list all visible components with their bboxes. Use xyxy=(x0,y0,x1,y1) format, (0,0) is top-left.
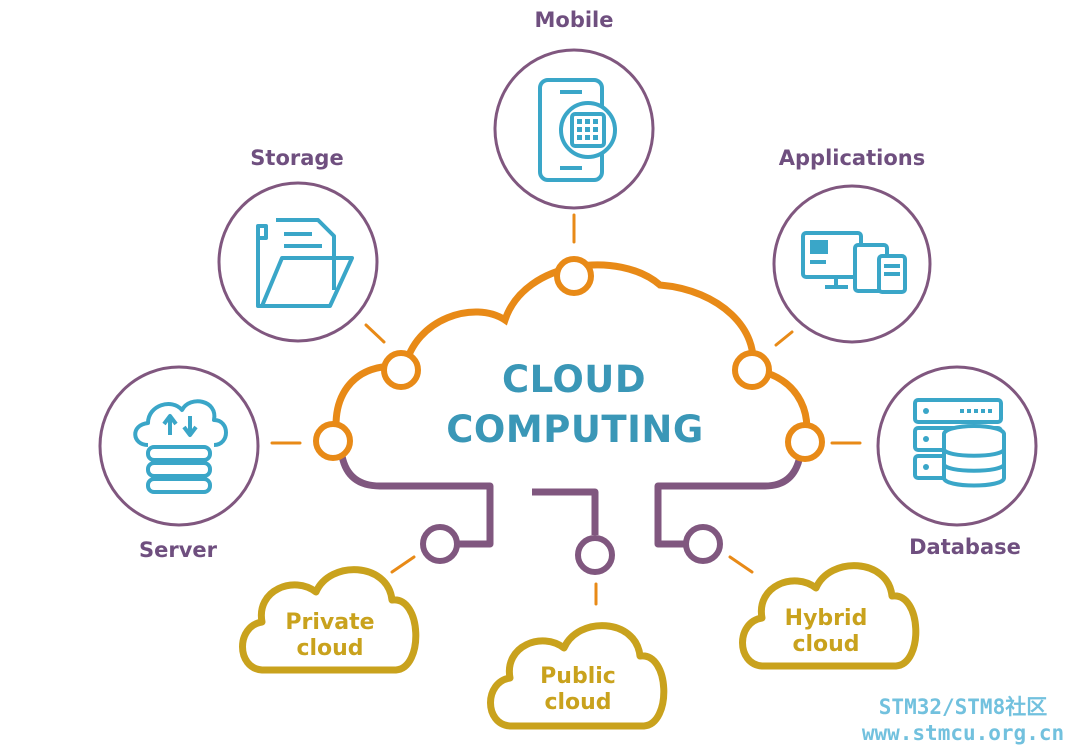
junction-upper-left xyxy=(381,350,421,390)
database-label: Database xyxy=(909,535,1021,559)
node-connector-dashes xyxy=(270,213,862,606)
private-cloud-line-2: cloud xyxy=(296,636,364,661)
hybrid-cloud-line-2: cloud xyxy=(792,632,860,657)
database-server-icon xyxy=(913,398,1006,488)
public-cloud-shape xyxy=(487,622,668,730)
folder-documents-icon xyxy=(256,218,354,308)
storage-node-circle xyxy=(217,181,379,343)
public-cloud-line-1: Public xyxy=(540,664,616,689)
private-cloud-line-1: Private xyxy=(285,610,375,635)
purple-junction-circles xyxy=(420,524,723,575)
desktop-devices-icon xyxy=(801,231,907,294)
junction-top xyxy=(554,256,594,296)
mobile-label: Mobile xyxy=(534,8,614,32)
hybrid-cloud-shape xyxy=(739,562,920,670)
hybrid-connector-line xyxy=(654,455,804,548)
junction-private xyxy=(420,524,460,564)
applications-node-circle xyxy=(772,184,932,344)
storage-label: Storage xyxy=(250,146,344,170)
public-cloud-label: Public cloud xyxy=(518,664,638,716)
watermark-line-2: www.stmcu.org.cn xyxy=(861,721,1065,745)
orange-junction-circles xyxy=(313,256,825,462)
private-connector-line xyxy=(338,455,494,548)
watermark-line-1: STM32/STM8社区 xyxy=(878,695,1048,719)
server-label: Server xyxy=(138,538,217,562)
hybrid-cloud-label: Hybrid cloud xyxy=(766,606,886,658)
private-cloud-label: Private cloud xyxy=(270,610,390,662)
server-upload-download-icon xyxy=(133,399,228,494)
private-cloud-shape xyxy=(239,566,420,674)
junction-right xyxy=(785,422,825,462)
hybrid-cloud-line-1: Hybrid xyxy=(784,606,868,631)
watermark: STM32/STM8社区 www.stmcu.org.cn xyxy=(852,694,1074,746)
applications-label: Applications xyxy=(778,146,926,170)
public-cloud-line-2: cloud xyxy=(544,690,612,715)
smartphone-grid-icon xyxy=(538,78,617,182)
junction-upper-right xyxy=(732,350,772,390)
junction-hybrid xyxy=(683,524,723,564)
title-line-2: COMPUTING xyxy=(446,408,704,451)
junction-public xyxy=(575,535,615,575)
title-line-1: CLOUD xyxy=(501,358,647,401)
junction-left xyxy=(313,421,353,461)
public-connector-line xyxy=(532,488,599,535)
